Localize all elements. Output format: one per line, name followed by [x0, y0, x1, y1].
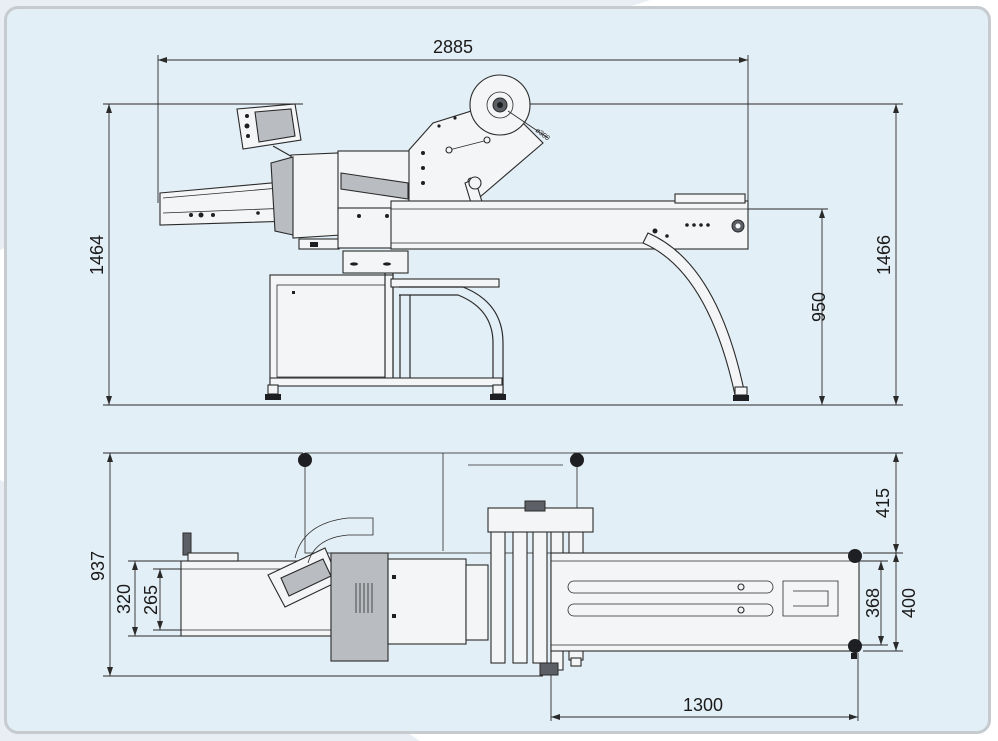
drawing-panel: 2885 1464 1466 950	[4, 6, 991, 734]
dim-outfeed-length: 1300	[683, 695, 723, 715]
dim-height-right: 1466	[874, 235, 894, 275]
dim-infeed-width: 320	[114, 584, 134, 614]
dim-top-offset: 415	[873, 488, 893, 518]
dim-conveyor-inner: 368	[863, 588, 883, 618]
dim-overall-length: 2885	[433, 37, 473, 57]
dim-conveyor-outer: 400	[899, 588, 919, 618]
top-view: 937 320 265 415 400 368 1300	[88, 452, 919, 721]
machine-drawing: 2885 1464 1466 950	[87, 37, 919, 721]
dim-height-left: 1464	[87, 235, 107, 275]
dim-overall-width: 937	[88, 551, 108, 581]
side-view: 2885 1464 1466 950	[87, 37, 903, 406]
dim-conveyor-height: 950	[809, 292, 829, 322]
dim-infeed-inner: 265	[141, 585, 161, 615]
